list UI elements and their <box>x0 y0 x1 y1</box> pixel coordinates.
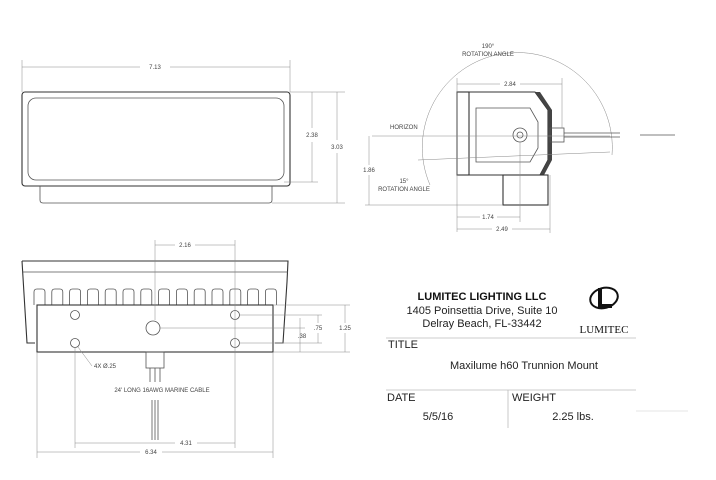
heat-sink-fin <box>140 288 153 305</box>
side-view: 190° ROTATION ANGLE HORIZON 15° ROTATION… <box>363 44 675 233</box>
rotation-190-label: ROTATION ANGLE <box>462 52 514 58</box>
front-view: 7.13 2.38 3.03 <box>21 60 345 204</box>
dim-125: 1.25 <box>339 326 351 332</box>
heat-sink-fin <box>265 288 277 305</box>
heat-sink-fin <box>229 288 242 305</box>
heat-sink-fin <box>211 288 224 305</box>
heat-sink-fin <box>104 288 117 305</box>
lumitec-logo: LUMITEC <box>580 286 629 336</box>
date-value: 5/5/16 <box>423 411 454 423</box>
dim-38: .38 <box>298 334 307 340</box>
heat-sink-fin <box>33 288 46 305</box>
dim-634: 6.34 <box>145 450 157 456</box>
weight-value: 2.25 lbs. <box>552 411 594 423</box>
cable-label: 24' LONG 16AWG MARINE CABLE <box>114 388 209 394</box>
weight-label: WEIGHT <box>512 392 556 404</box>
drawing-title: Maxilume h60 Trunnion Mount <box>450 360 598 372</box>
heat-sink-fin <box>176 288 188 305</box>
dim-431: 4.31 <box>180 441 192 447</box>
logo-text: LUMITEC <box>580 324 629 336</box>
rotation-15-value: 15° <box>399 179 409 185</box>
rotation-15-label: ROTATION ANGLE <box>378 187 430 193</box>
address-line-1: 1405 Poinsettia Drive, Suite 10 <box>406 305 557 317</box>
address-line-2: Delray Beach, FL-33442 <box>422 318 541 330</box>
bottom-view: 2.16 .38 .75 1.25 4X Ø.25 24' LONG 16AWG… <box>21 240 351 458</box>
width-dimension: 7.13 <box>149 65 161 71</box>
heat-sink-fin <box>193 288 206 305</box>
horizon-label: HORIZON <box>390 125 418 131</box>
heat-sink-fin <box>122 288 135 305</box>
heat-sink-fin <box>247 288 259 305</box>
pivot-dimension: 1.74 <box>482 215 494 221</box>
title-label: TITLE <box>388 339 418 351</box>
depth-dimension: 2.84 <box>504 82 516 88</box>
date-label: DATE <box>387 392 416 404</box>
heat-sink-fin <box>158 288 170 305</box>
title-block: LUMITEC LIGHTING LLC 1405 Poinsettia Dri… <box>386 286 688 428</box>
heat-sink-fin <box>51 288 64 305</box>
hole-callout: 4X Ø.25 <box>94 364 117 370</box>
total-height-dimension: 3.03 <box>331 145 343 151</box>
hole-spacing-dimension: 2.16 <box>179 243 191 249</box>
rotation-190-value: 190° <box>482 44 495 50</box>
heat-sink-fin <box>87 288 99 305</box>
base-dimension: 2.49 <box>496 227 508 233</box>
lens-height-dimension: 2.38 <box>306 133 318 139</box>
height-dimension: 1.86 <box>363 168 375 174</box>
heat-sink-fin <box>69 288 81 305</box>
company-name: LUMITEC LIGHTING LLC <box>418 291 547 303</box>
dim-75: .75 <box>314 326 323 332</box>
